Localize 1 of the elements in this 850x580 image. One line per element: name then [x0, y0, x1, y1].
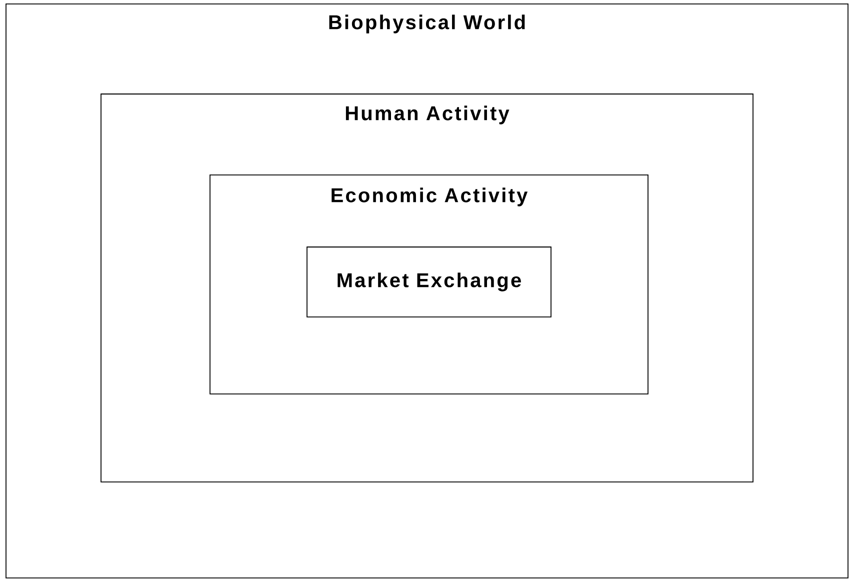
nested-box: Market Exchange [306, 246, 552, 318]
